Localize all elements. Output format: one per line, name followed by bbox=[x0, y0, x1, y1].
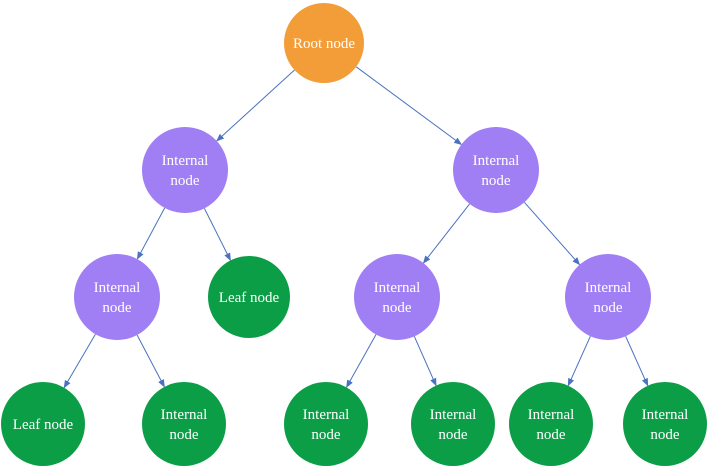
node-circle bbox=[284, 3, 364, 83]
tree-node-leaf: Internal node bbox=[284, 382, 368, 466]
node-circle bbox=[354, 254, 440, 340]
node-circle bbox=[565, 254, 651, 340]
node-label: Internal bbox=[528, 407, 575, 423]
node-label: node bbox=[481, 173, 511, 189]
node-circle bbox=[623, 382, 707, 466]
node-label: Internal bbox=[642, 407, 689, 423]
node-label: node bbox=[438, 427, 468, 443]
edge-n1-n4 bbox=[203, 208, 231, 262]
tree-node-internal: Internal node bbox=[453, 127, 539, 213]
node-label: node bbox=[536, 427, 566, 443]
tree-node-leaf: Internal node bbox=[142, 382, 226, 466]
node-circle bbox=[509, 382, 593, 466]
node-label: node bbox=[382, 300, 412, 316]
edge-n5-n10 bbox=[413, 336, 437, 387]
tree-node-internal: Internal node bbox=[142, 127, 228, 213]
edge-n5-n9 bbox=[346, 334, 377, 388]
edges-layer bbox=[63, 66, 649, 389]
node-circle bbox=[142, 127, 228, 213]
tree-node-leaf: Leaf node bbox=[1, 382, 85, 466]
edge-n2-n6 bbox=[524, 201, 581, 266]
tree-node-leaf: Internal node bbox=[411, 382, 495, 466]
tree-node-leaf: Internal node bbox=[623, 382, 707, 466]
node-circle bbox=[142, 382, 226, 466]
node-label: Internal bbox=[473, 153, 520, 169]
edge-n0-n2 bbox=[355, 66, 463, 145]
node-circle bbox=[208, 256, 290, 338]
edge-n1-n3 bbox=[136, 207, 166, 260]
node-label: Internal bbox=[162, 153, 209, 169]
edge-n6-n11 bbox=[567, 335, 591, 387]
node-label: node bbox=[650, 427, 680, 443]
node-circle bbox=[453, 127, 539, 213]
tree-node-leaf: Leaf node bbox=[208, 256, 290, 338]
edge-n6-n12 bbox=[625, 335, 649, 387]
node-circle bbox=[411, 382, 495, 466]
node-label: node bbox=[169, 427, 199, 443]
node-label: Leaf node bbox=[219, 290, 280, 306]
node-circle bbox=[284, 382, 368, 466]
tree-node-internal: Internal node bbox=[74, 254, 160, 340]
node-label: node bbox=[170, 173, 200, 189]
edge-n2-n5 bbox=[422, 203, 470, 264]
node-label: Root node bbox=[293, 36, 355, 52]
node-circle bbox=[74, 254, 160, 340]
node-label: node bbox=[593, 300, 623, 316]
nodes-layer: Root nodeInternalnodeInternalnodeInterna… bbox=[1, 3, 707, 466]
node-label: Internal bbox=[303, 407, 350, 423]
node-label: Internal bbox=[585, 280, 632, 296]
node-label: Internal bbox=[374, 280, 421, 296]
tree-node-internal: Internal node bbox=[354, 254, 440, 340]
node-label: node bbox=[102, 300, 132, 316]
node-circle bbox=[1, 382, 85, 466]
node-label: Internal bbox=[94, 280, 141, 296]
node-label: Leaf node bbox=[13, 417, 74, 433]
tree-node-root: Root node bbox=[284, 3, 364, 83]
tree-node-internal: Internal node bbox=[565, 254, 651, 340]
edge-n3-n7 bbox=[63, 333, 96, 389]
node-label: Internal bbox=[430, 407, 477, 423]
edge-n3-n8 bbox=[136, 334, 165, 388]
tree-node-leaf: Internal node bbox=[509, 382, 593, 466]
node-label: node bbox=[311, 427, 341, 443]
edge-n0-n1 bbox=[216, 69, 295, 142]
node-label: Internal bbox=[161, 407, 208, 423]
